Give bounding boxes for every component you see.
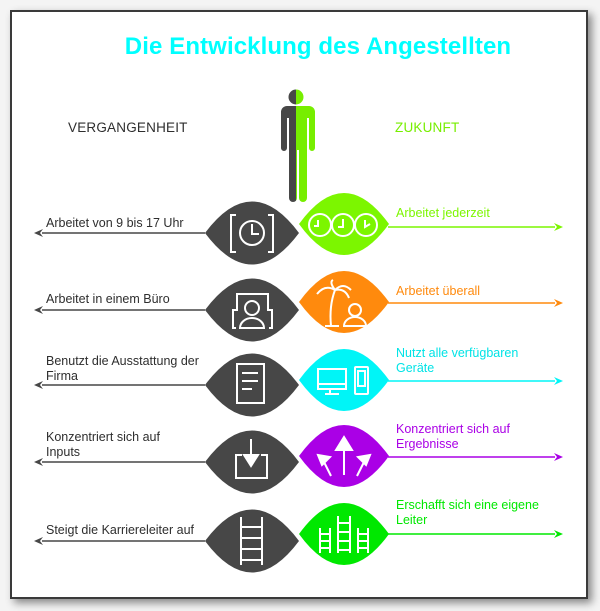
future-text-row-5: Erschafft sich eine eigene Leiter bbox=[396, 498, 539, 527]
inbox-arrow-down-icon bbox=[235, 439, 268, 479]
row-3 bbox=[34, 349, 563, 417]
row-2 bbox=[34, 271, 563, 342]
monitor-and-phone-icon bbox=[317, 366, 369, 395]
palm-tree-person-icon bbox=[316, 279, 368, 327]
clock-in-brackets-icon bbox=[230, 214, 274, 253]
past-text-row-3: Benutzt die Ausstattung der Firma bbox=[46, 354, 199, 383]
row-5 bbox=[34, 503, 563, 573]
past-text-row-4: Konzentriert sich auf Inputs bbox=[46, 430, 160, 459]
past-text-row-1: Arbeitet von 9 bis 17 Uhr bbox=[46, 216, 184, 230]
ladder-icon bbox=[240, 517, 263, 565]
header-future: ZUKUNFT bbox=[395, 120, 460, 135]
row-4 bbox=[34, 425, 563, 494]
person-in-office-icon bbox=[232, 293, 273, 329]
future-text-row-2: Arbeitet überall bbox=[396, 284, 481, 298]
document-icon bbox=[236, 363, 265, 404]
page-title: Die Entwicklung des Angestellten bbox=[124, 33, 512, 60]
future-text-row-1: Arbeitet jederzeit bbox=[396, 206, 490, 220]
three-ladders-icon bbox=[319, 516, 369, 553]
row-1 bbox=[34, 193, 563, 265]
three-arrows-out-icon bbox=[316, 435, 372, 477]
future-text-row-4: Konzentriert sich auf Ergebnisse bbox=[396, 422, 510, 451]
past-text-row-5: Steigt die Karriereleiter auf bbox=[46, 523, 194, 537]
three-clocks-icon bbox=[308, 213, 378, 237]
future-text-row-3: Nutzt alle verfügbaren Geräte bbox=[396, 346, 519, 375]
half-grey-half-green-person-icon bbox=[281, 89, 315, 202]
past-text-row-2: Arbeitet in einem Büro bbox=[46, 292, 170, 306]
header-past: VERGANGENHEIT bbox=[68, 120, 188, 135]
